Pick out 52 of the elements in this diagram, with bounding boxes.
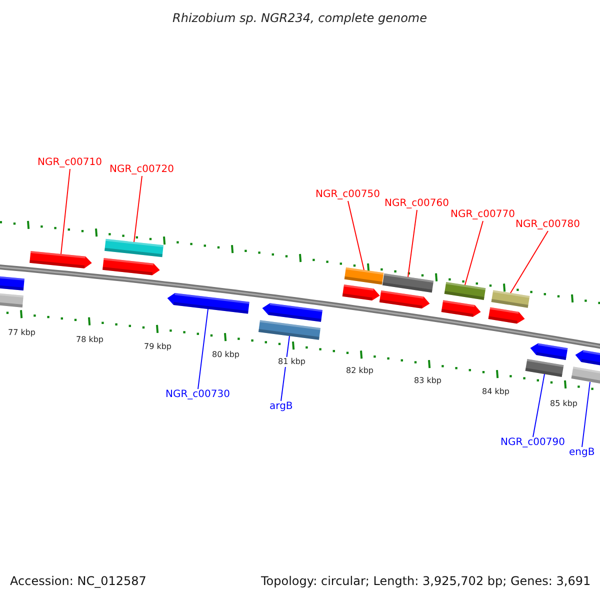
- scale-label: 80 kbp: [212, 350, 240, 360]
- leader-line: [408, 210, 418, 278]
- gene-block: [488, 307, 525, 324]
- scale-label: 82 kbp: [346, 366, 374, 376]
- gene-block: [575, 350, 600, 368]
- gene-block: [530, 343, 568, 360]
- leader-line: [60, 168, 70, 254]
- gene-label: NGR_c00780: [516, 219, 580, 231]
- scale-label: 78 kbp: [76, 335, 104, 345]
- scale-label: 84 kbp: [482, 387, 510, 397]
- gene-block: [102, 258, 160, 276]
- gene-label: NGR_c00760: [384, 198, 449, 210]
- gene-block: [379, 290, 430, 309]
- gene-block: [444, 282, 486, 300]
- gene-block: [342, 284, 380, 301]
- footer-text: Accession: NC_012587: [10, 574, 146, 589]
- diagram-title: Rhizobium sp. NGR234, complete genome: [172, 11, 428, 26]
- gene-label: NGR_c00770: [450, 209, 515, 221]
- gene-block: [30, 251, 92, 268]
- scale-label: 81 kbp: [278, 357, 306, 367]
- gene-label: NGR_c00730: [166, 389, 230, 401]
- gene-label: engB: [569, 447, 595, 459]
- gene-label: NGR_c00790: [500, 437, 565, 449]
- scale-label: 77 kbp: [8, 328, 36, 338]
- scale-label: 85 kbp: [550, 399, 578, 409]
- leader-line: [280, 336, 290, 402]
- leader-line: [532, 374, 545, 438]
- gene-block: [571, 366, 600, 386]
- scale-label: 79 kbp: [144, 342, 172, 352]
- gene-block: [441, 300, 481, 317]
- gene-label: NGR_c00720: [110, 164, 174, 176]
- gene-block: [167, 293, 250, 314]
- gene-block: [0, 275, 24, 291]
- gene-block: [262, 303, 323, 322]
- leader-line: [198, 308, 208, 390]
- gene-block: [491, 290, 530, 308]
- gene-block: [344, 267, 384, 285]
- footer-text: Topology: circular; Length: 3,925,702 bp; Genes: 3,691: [261, 574, 591, 589]
- gene-label: NGR_c00710: [38, 157, 102, 169]
- leader-line: [134, 176, 142, 242]
- leader-line: [348, 200, 364, 270]
- leader-line: [464, 220, 484, 286]
- gene-block: [258, 320, 321, 340]
- leader-line: [582, 382, 590, 448]
- gene-label: NGR_c00750: [316, 189, 380, 201]
- scale-label: 83 kbp: [414, 376, 442, 386]
- gene-block: [0, 292, 24, 308]
- gene-block: [104, 238, 164, 258]
- gene-label: argB: [270, 401, 293, 413]
- gene-block: [525, 359, 564, 377]
- gene-block: [382, 273, 434, 293]
- leader-line: [510, 230, 548, 294]
